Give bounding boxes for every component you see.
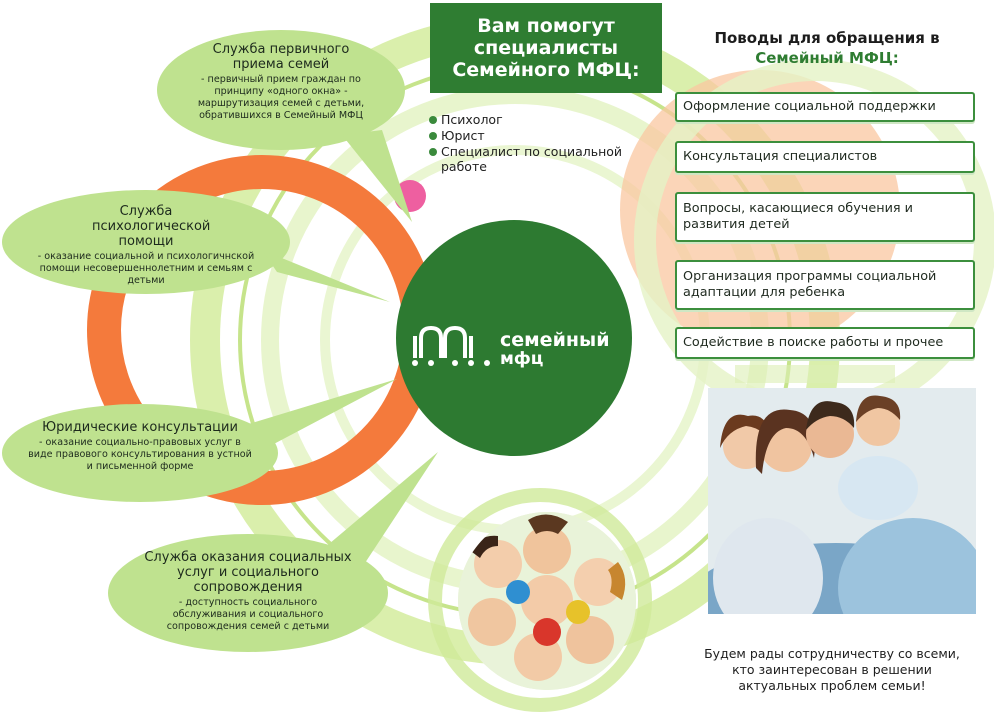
closing-message: Будем рады сотрудничеству со всеми, кто … [704, 646, 960, 693]
bottom-ring [428, 488, 652, 712]
reason-box: Содействие в поиске работы и прочее [675, 327, 975, 359]
family-photo [708, 388, 976, 614]
service-bubble-psychology: Служба психологической помощи - оказание… [2, 190, 390, 302]
service-title: Служба оказания социальных услуг и социа… [144, 550, 352, 595]
reason-box: Организация программы социальной адаптац… [675, 260, 975, 310]
bullet-icon [429, 116, 437, 124]
logo-line1: семейный [500, 329, 610, 351]
reasons-title: Поводы для обращения в Семейный МФЦ: [677, 28, 977, 68]
bubble-shape [157, 30, 412, 222]
service-desc: - оказание социально-правовых услуг в ви… [28, 437, 252, 472]
reason-box: Вопросы, касающиеся обучения и развития … [675, 192, 975, 242]
reason-box: Консультация специалистов [675, 141, 975, 173]
service-title: Юридические консультации [42, 420, 238, 435]
service-bubble-legal: Юридические консультации - оказание соци… [2, 379, 397, 502]
bullet-icon [429, 148, 437, 156]
stripe-band [735, 365, 895, 383]
service-bubble-primary: Служба первичного приема семей - первичн… [157, 30, 412, 222]
center-logo-circle [396, 220, 632, 456]
specialists-list: Психолог Юрист Специалист по социальной … [428, 112, 658, 175]
list-item: Юрист [428, 128, 658, 143]
kids-photo-illustration [458, 512, 636, 690]
reasons-title-line2: Семейный МФЦ: [755, 49, 899, 67]
bubble-shape [2, 190, 390, 302]
specialists-header: Вам помогут специалисты Семейного МФЦ: [430, 3, 662, 93]
family-photo-illustration [708, 388, 976, 614]
reason-box: Оформление социальной поддержки [675, 92, 975, 122]
list-item: Специалист по социальной работе [428, 144, 658, 174]
service-desc: - оказание социальной и психологичнской … [37, 251, 255, 286]
list-item: Психолог [428, 112, 658, 127]
logo-line2: мфц [500, 349, 544, 369]
service-title: Служба психологической помощи [92, 204, 211, 249]
reasons-title-line1: Поводы для обращения в [714, 29, 940, 47]
specialists-header-title: Вам помогут специалисты Семейного МФЦ: [452, 15, 640, 81]
logo-text: семейный мфц [500, 331, 610, 369]
family-logo-icon [412, 325, 490, 366]
bubble-shape [108, 452, 438, 652]
service-desc: - первичный прием граждан по принципу «о… [197, 74, 365, 121]
bullet-icon [429, 132, 437, 140]
service-title: Служба первичного приема семей [212, 42, 350, 72]
service-bubble-social: Служба оказания социальных услуг и социа… [108, 452, 438, 652]
kids-photo [458, 512, 636, 690]
service-desc: - доступность социального обслуживания и… [166, 597, 330, 632]
bubble-shape [2, 379, 397, 502]
